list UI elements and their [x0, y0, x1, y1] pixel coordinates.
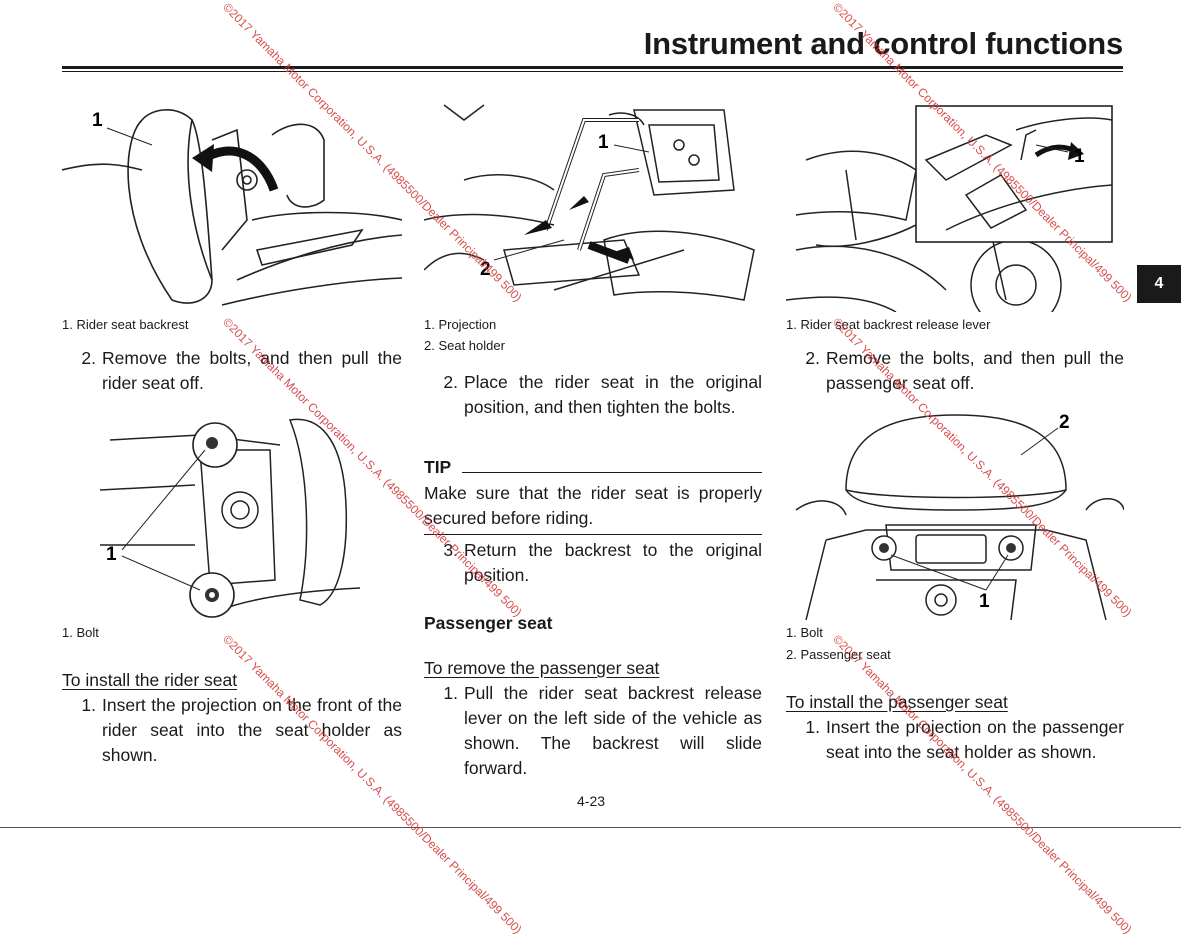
figure-caption-passenger-seat: 2. Passenger seat — [786, 647, 891, 662]
tip-rule-top — [462, 472, 762, 473]
remove-step-1: 1.Pull the rider seat backrest release l… — [443, 683, 762, 778]
watermark: ©2017 Yamaha Motor Corporation, U.S.A. (… — [830, 632, 1135, 937]
figure-caption-projection: 1. Projection — [424, 317, 497, 332]
page-number: 4-23 — [577, 793, 606, 809]
figure-projection-seat-holder: 1 2 — [424, 100, 762, 312]
step-3: 3.Return the backrest to the original po… — [443, 540, 762, 585]
step-2: 2.Remove the bolts, and then pull the pa… — [805, 348, 1124, 393]
install-step-1: 1.Insert the projection on the passenger… — [805, 717, 1124, 762]
callout-1: 1 — [1074, 146, 1085, 167]
section-heading-install-passenger-seat: To install the passenger seat — [786, 692, 1008, 712]
install-step-1: 1.Insert the projection on the front of … — [81, 695, 402, 765]
figure-caption: 1. Bolt — [62, 625, 99, 640]
tip-text: Make sure that the rider seat is properl… — [424, 483, 762, 528]
section-heading-passenger-seat: Passenger seat — [424, 613, 553, 633]
tip-rule-bottom — [424, 534, 762, 535]
figure-caption-bolt: 1. Bolt — [786, 625, 823, 640]
figure-rider-seat-bolts: 1 — [100, 410, 360, 620]
tip-label: TIP — [424, 457, 452, 477]
figure-caption: 1. Rider seat backrest — [62, 317, 189, 332]
callout-1: 1 — [92, 110, 103, 131]
header-rule-thin — [62, 71, 1123, 72]
figure-caption: 1. Rider seat backrest release lever — [786, 317, 991, 332]
header-rule — [62, 66, 1123, 69]
figure-caption-seat-holder: 2. Seat holder — [424, 338, 505, 353]
callout-2: 2 — [480, 259, 491, 280]
callout-1: 1 — [979, 591, 990, 612]
section-heading-install-rider-seat: To install the rider seat — [62, 670, 238, 690]
footer-rule — [0, 827, 1181, 828]
step-2: 2.Remove the bolts, and then pull the ri… — [81, 348, 402, 393]
figure-backrest-release-lever: 1 — [786, 100, 1124, 312]
chapter-tab: 4 — [1137, 265, 1181, 303]
page-title: Instrument and control functions — [643, 26, 1123, 61]
section-heading-remove-passenger-seat: To remove the passenger seat — [424, 658, 660, 678]
step-2: 2.Place the rider seat in the original p… — [443, 372, 762, 417]
callout-2: 2 — [1059, 412, 1070, 433]
callout-1: 1 — [598, 132, 609, 153]
callout-1: 1 — [106, 544, 117, 565]
figure-passenger-seat-bolts: 1 2 — [786, 410, 1124, 620]
figure-rider-seat-backrest: 1 — [62, 100, 402, 312]
